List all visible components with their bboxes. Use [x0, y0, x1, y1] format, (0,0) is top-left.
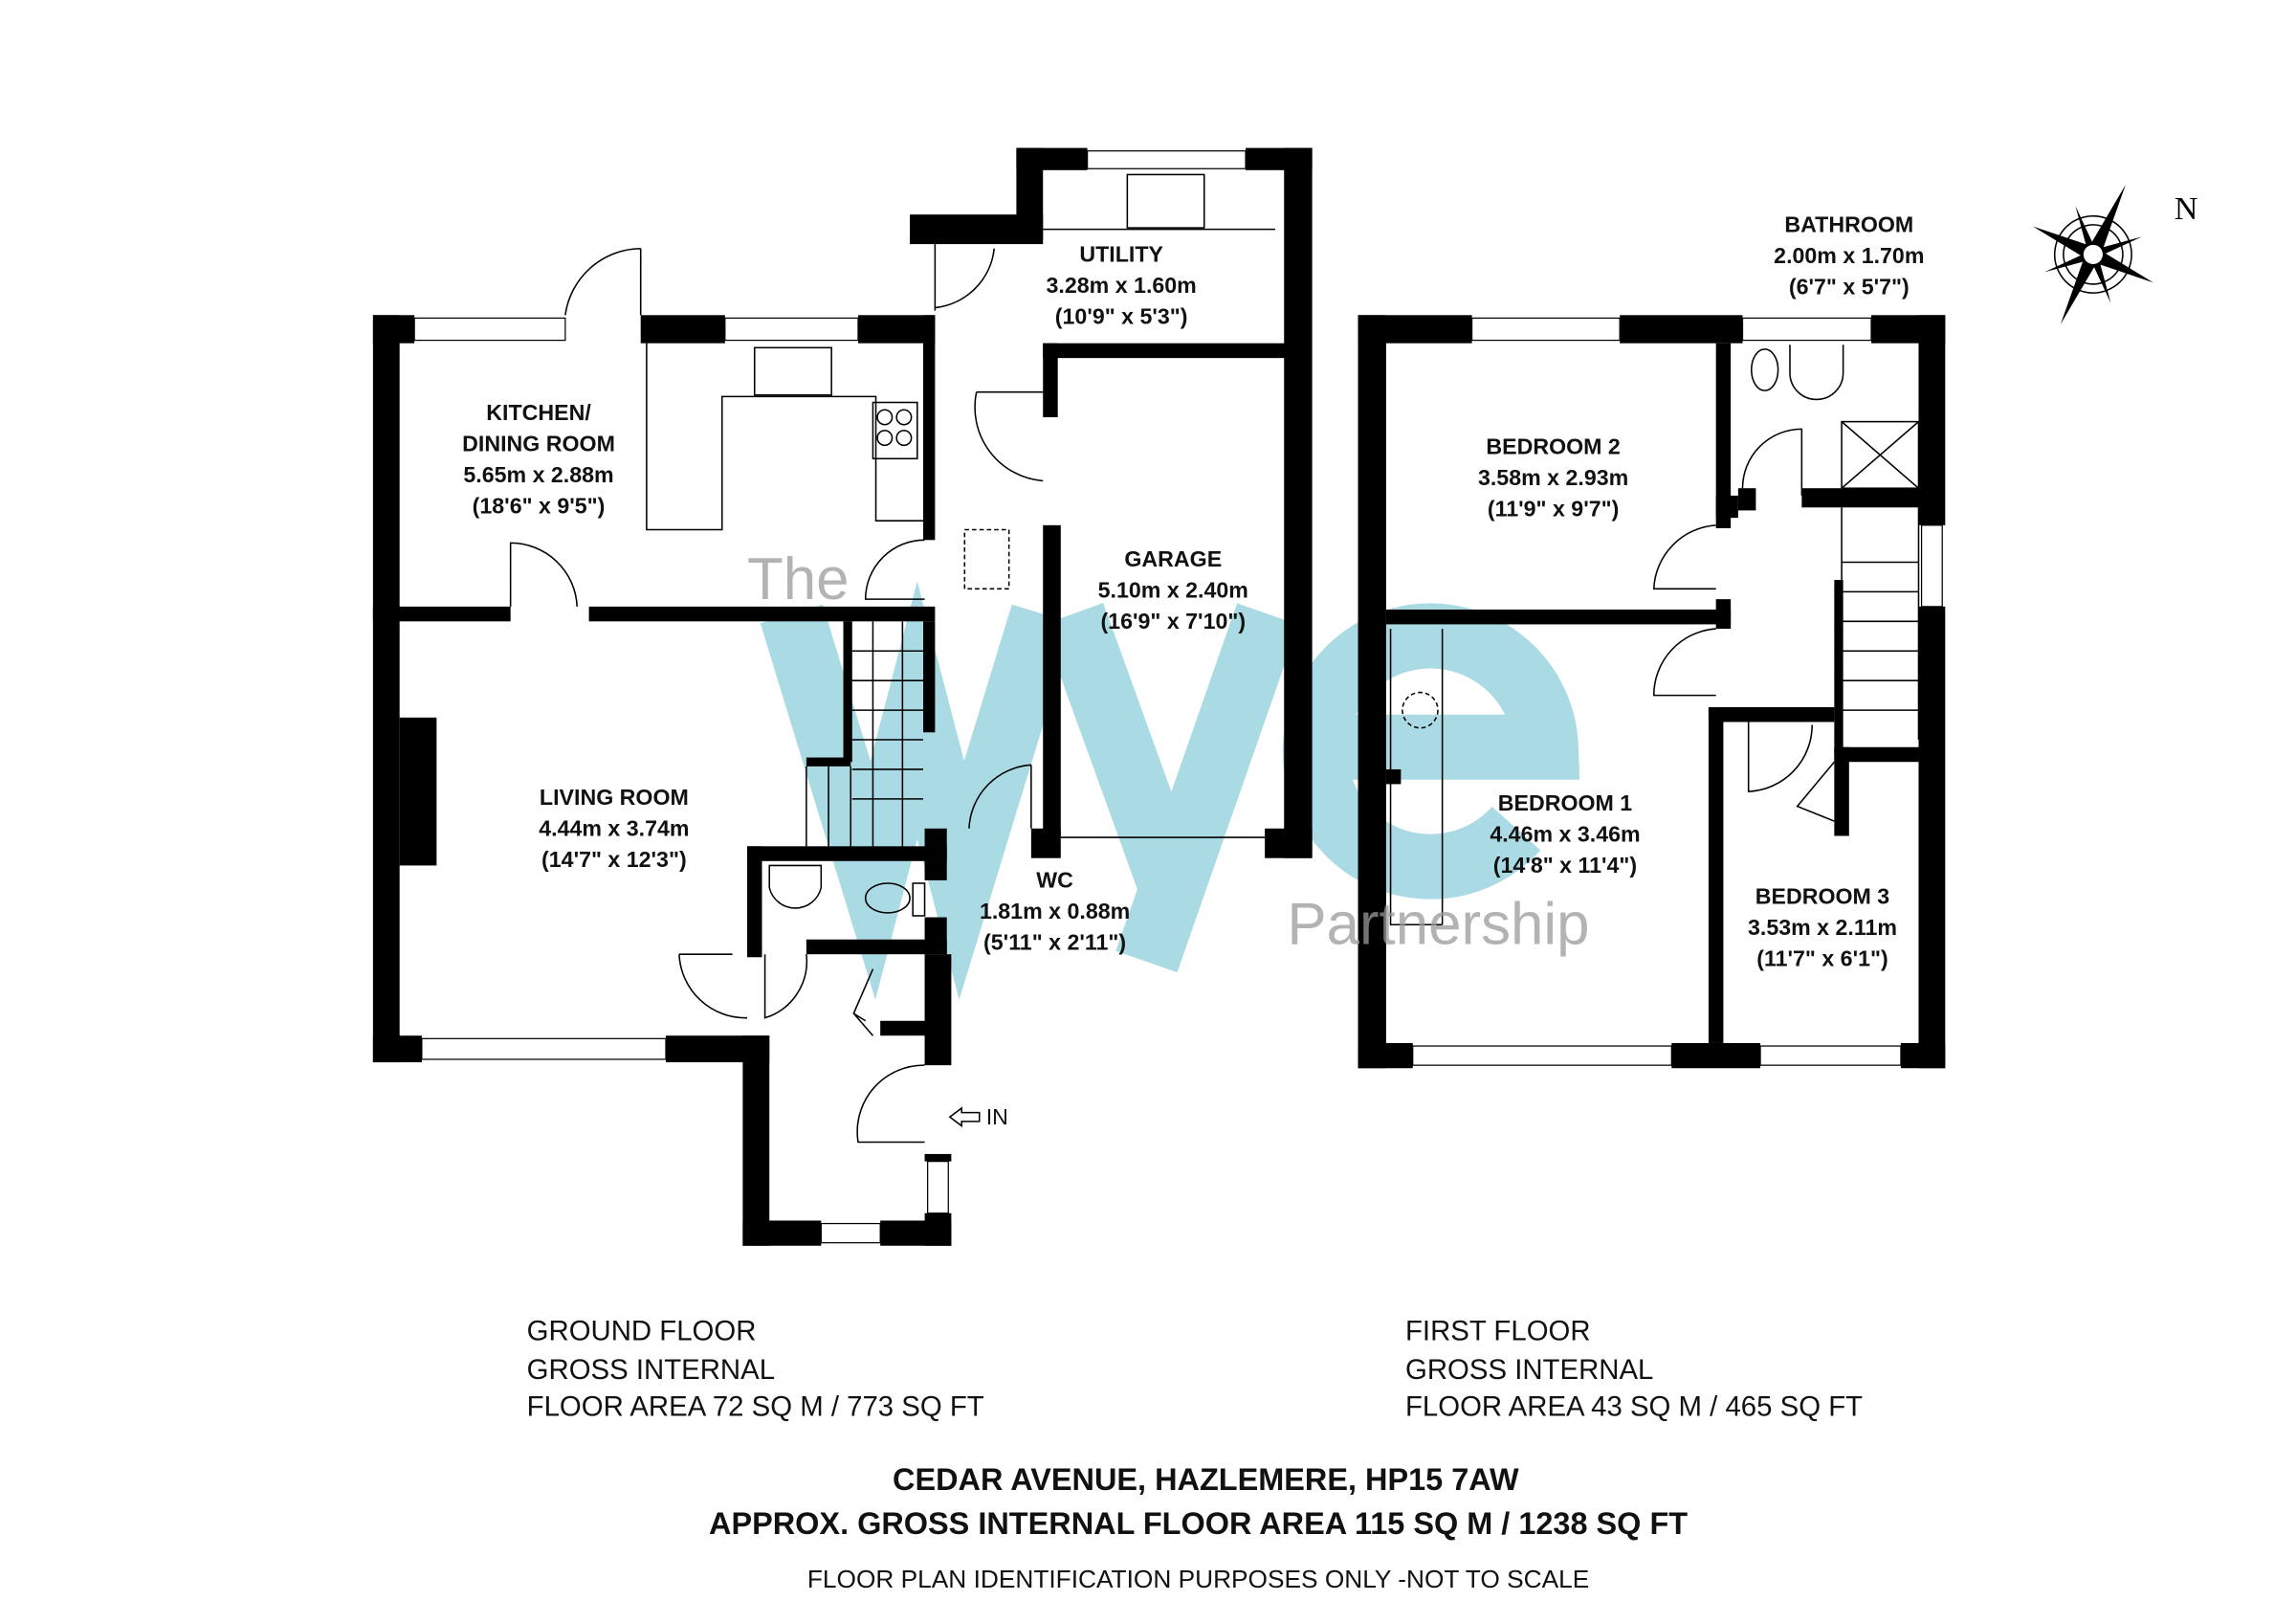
- room-metric: 3.28m x 1.60m: [1047, 273, 1197, 298]
- ground-floor-summary: GROUND FLOOR GROSS INTERNAL FLOOR AREA 7…: [527, 1316, 984, 1423]
- watermark-prefix: The: [747, 546, 850, 612]
- room-label-wc: WC 1.81m x 0.88m (5'11" x 2'11"): [980, 868, 1130, 955]
- room-metric: 5.10m x 2.40m: [1098, 578, 1248, 603]
- room-name: WC: [1036, 868, 1073, 893]
- room-metric: 1.81m x 0.88m: [980, 899, 1130, 923]
- room-label-garage: GARAGE 5.10m x 2.40m (16'9" x 7'10"): [1098, 546, 1248, 634]
- room-name: KITCHEN/: [486, 400, 591, 425]
- room-name: BEDROOM 3: [1755, 884, 1890, 909]
- summary-line: FLOOR AREA 72 SQ M / 773 SQ FT: [527, 1391, 984, 1423]
- total-area: APPROX. GROSS INTERNAL FLOOR AREA 115 SQ…: [709, 1506, 1688, 1541]
- room-name: GARAGE: [1124, 546, 1222, 571]
- north-label: N: [2175, 191, 2198, 227]
- room-metric: 5.65m x 2.88m: [463, 462, 613, 487]
- room-imperial: (18'6" x 9'5"): [473, 493, 606, 518]
- address-title: CEDAR AVENUE, HAZLEMERE, HP15 7AW: [893, 1462, 1519, 1497]
- entrance-arrow-icon: [948, 1106, 981, 1128]
- compass-rose-icon: [2032, 185, 2153, 324]
- first-floor-plan: [1358, 315, 1946, 1069]
- summary-line: FIRST FLOOR: [1405, 1316, 1591, 1347]
- watermark-suffix: Partnership: [1287, 891, 1589, 957]
- room-imperial: (14'7" x 12'3"): [541, 847, 687, 872]
- summary-line: GROSS INTERNAL: [527, 1354, 775, 1386]
- summary-line: GROSS INTERNAL: [1405, 1354, 1653, 1386]
- room-label-kitchen: KITCHEN/ DINING ROOM 5.65m x 2.88m (18'6…: [462, 400, 615, 518]
- room-metric: 4.46m x 3.46m: [1490, 822, 1640, 847]
- room-metric: 4.44m x 3.74m: [539, 816, 689, 841]
- room-imperial: (11'9" x 9'7"): [1488, 497, 1619, 522]
- room-name: BATHROOM: [1784, 212, 1913, 237]
- disclaimer: FLOOR PLAN IDENTIFICATION PURPOSES ONLY …: [807, 1565, 1589, 1593]
- room-imperial: (6'7" x 5'7"): [1789, 275, 1910, 300]
- room-imperial: (14'8" x 11'4"): [1493, 853, 1637, 878]
- room-name: UTILITY: [1079, 242, 1163, 267]
- room-name: LIVING ROOM: [540, 785, 689, 810]
- ground-floor-plan: [372, 147, 1313, 1246]
- room-metric: 3.58m x 2.93m: [1478, 465, 1628, 490]
- room-metric: 3.53m x 2.11m: [1748, 915, 1897, 940]
- room-label-bedroom-3: BEDROOM 3 3.53m x 2.11m (11'7" x 6'1"): [1748, 884, 1897, 971]
- room-metric: 2.00m x 1.70m: [1774, 243, 1924, 268]
- room-label-utility: UTILITY 3.28m x 1.60m (10'9" x 5'3"): [1047, 242, 1197, 329]
- room-name: BEDROOM 1: [1498, 790, 1633, 815]
- room-label-bedroom-1: BEDROOM 1 4.46m x 3.46m (14'8" x 11'4"): [1490, 790, 1640, 878]
- room-label-living-room: LIVING ROOM 4.44m x 3.74m (14'7" x 12'3"…: [539, 785, 689, 872]
- summary-line: GROUND FLOOR: [527, 1316, 757, 1347]
- entrance-marker: IN: [948, 1104, 1008, 1129]
- room-imperial: (11'7" x 6'1"): [1756, 946, 1888, 971]
- room-name: BEDROOM 2: [1486, 434, 1620, 459]
- room-imperial: (10'9" x 5'3"): [1055, 304, 1188, 329]
- room-imperial: (16'9" x 7'10"): [1100, 609, 1246, 634]
- room-label-bathroom: BATHROOM 2.00m x 1.70m (6'7" x 5'7"): [1774, 212, 1924, 300]
- first-floor-summary: FIRST FLOOR GROSS INTERNAL FLOOR AREA 43…: [1405, 1316, 1863, 1423]
- summary-line: FLOOR AREA 43 SQ M / 465 SQ FT: [1405, 1391, 1863, 1423]
- entrance-label: IN: [986, 1104, 1008, 1129]
- room-name-2: DINING ROOM: [462, 432, 615, 456]
- room-label-bedroom-2: BEDROOM 2 3.58m x 2.93m (11'9" x 9'7"): [1478, 434, 1628, 522]
- room-imperial: (5'11" x 2'11"): [983, 930, 1126, 955]
